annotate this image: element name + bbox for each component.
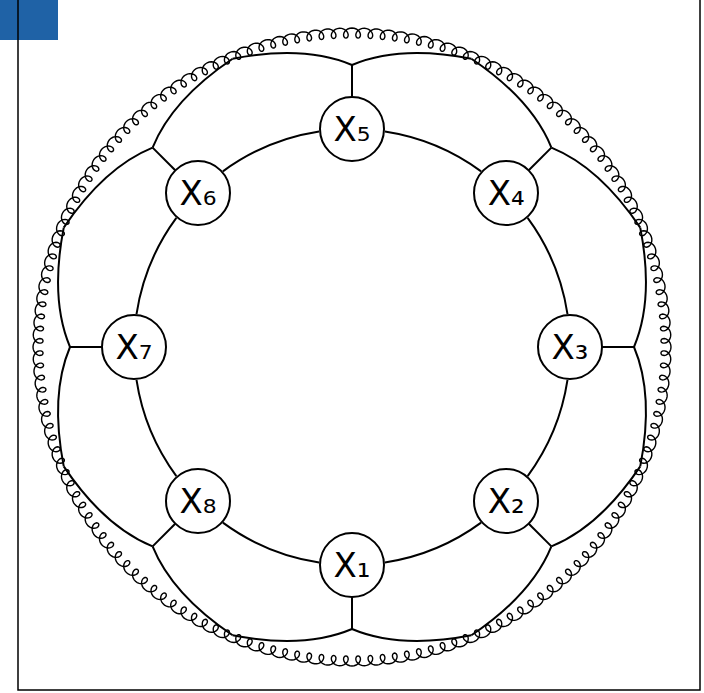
spoke-line xyxy=(351,597,353,629)
circle-node: X₇ xyxy=(101,314,167,380)
header-bar xyxy=(0,0,58,40)
spoke-line xyxy=(529,524,552,547)
ring-arc xyxy=(385,523,481,563)
node-label: X₃ xyxy=(552,330,589,364)
spoke-line xyxy=(529,148,552,171)
ring-arc xyxy=(136,380,176,476)
ring-arc xyxy=(528,218,568,314)
node-label: X₄ xyxy=(488,176,525,210)
circle-node: X₁ xyxy=(319,532,385,598)
ring-arc xyxy=(223,523,319,563)
node-label: X₅ xyxy=(334,112,371,146)
node-label: X₇ xyxy=(116,330,153,364)
circle-node: X₆ xyxy=(165,160,231,226)
node-label: X₁ xyxy=(334,548,371,582)
ring-arc xyxy=(528,380,568,476)
circle-node: X₅ xyxy=(319,96,385,162)
circle-node: X₄ xyxy=(473,160,539,226)
circle-node: X₂ xyxy=(473,468,539,534)
circle-node: X₃ xyxy=(537,314,603,380)
spoke-line xyxy=(70,346,102,348)
outer-structure xyxy=(33,28,671,666)
node-label: X₂ xyxy=(488,484,525,518)
circle-node: X₈ xyxy=(165,468,231,534)
spoke-line xyxy=(153,524,176,547)
coil-ring xyxy=(33,28,671,666)
frame xyxy=(18,0,700,690)
node-label: X₆ xyxy=(179,176,216,210)
spoke-line xyxy=(602,346,634,348)
ring-arc xyxy=(136,218,176,314)
spoke-line xyxy=(153,148,176,171)
ring-arc xyxy=(385,131,481,171)
spoke-line xyxy=(351,65,353,97)
node-label: X₈ xyxy=(179,484,216,518)
ring-arc xyxy=(223,131,319,171)
